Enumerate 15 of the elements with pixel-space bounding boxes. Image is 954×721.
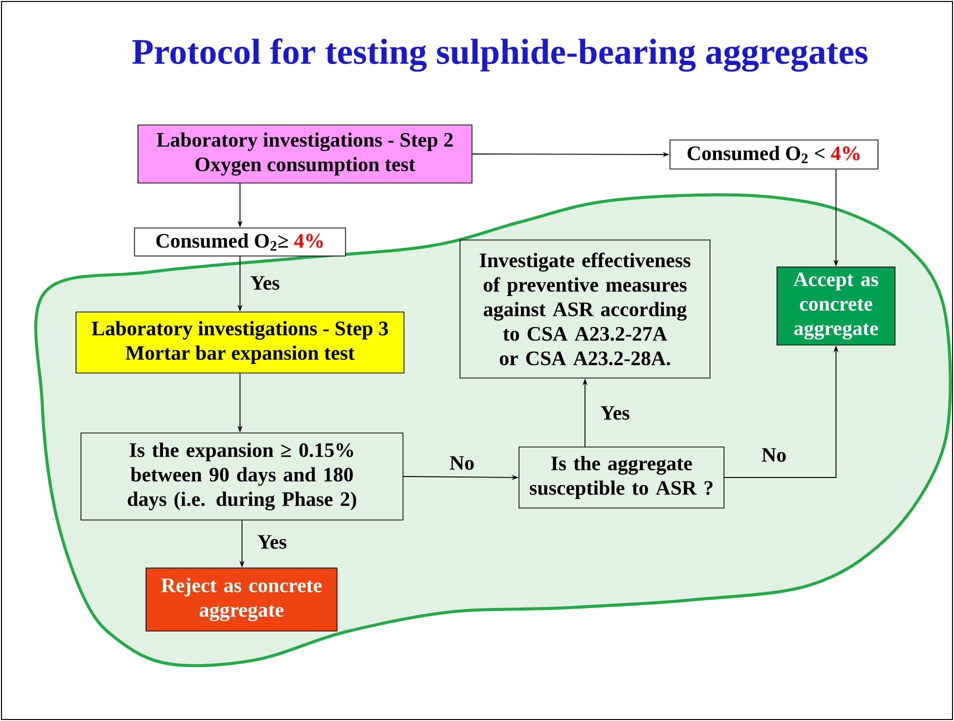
decision-box: Is the aggregate susceptible to ASR ? xyxy=(518,446,724,508)
outcome-box: Accept as concrete aggregate xyxy=(776,266,896,346)
process-box: Laboratory investigations - Step 2 Oxygen consumption test xyxy=(138,124,472,184)
process-box: Investigate effectiveness of preventive measures against ASR according to CSA A23.2-27A or CSA A23.2-28A. xyxy=(460,240,710,378)
process-box: Laboratory investigations - Step 3 Mortar bar expansion test xyxy=(76,312,404,374)
edge-label: Yes xyxy=(258,535,286,549)
edge-label: Yes xyxy=(600,406,630,420)
result-box: Consumed O$_{2}$ < 4% xyxy=(670,140,878,170)
edge-label: No xyxy=(762,448,786,462)
edge-label: No xyxy=(450,456,474,470)
decision-box: Is the expansion ≥ 0.15% between 90 days and 180 days (i.e. during Phase 2) xyxy=(80,432,404,520)
edge-label: Yes xyxy=(250,276,280,290)
outcome-box: Reject as concrete aggregate xyxy=(146,568,338,632)
result-box: Consumed O$_{2}$≥ 4% xyxy=(134,228,346,256)
title: Protocol for testing sulphide-bearing aggregates xyxy=(132,38,868,72)
